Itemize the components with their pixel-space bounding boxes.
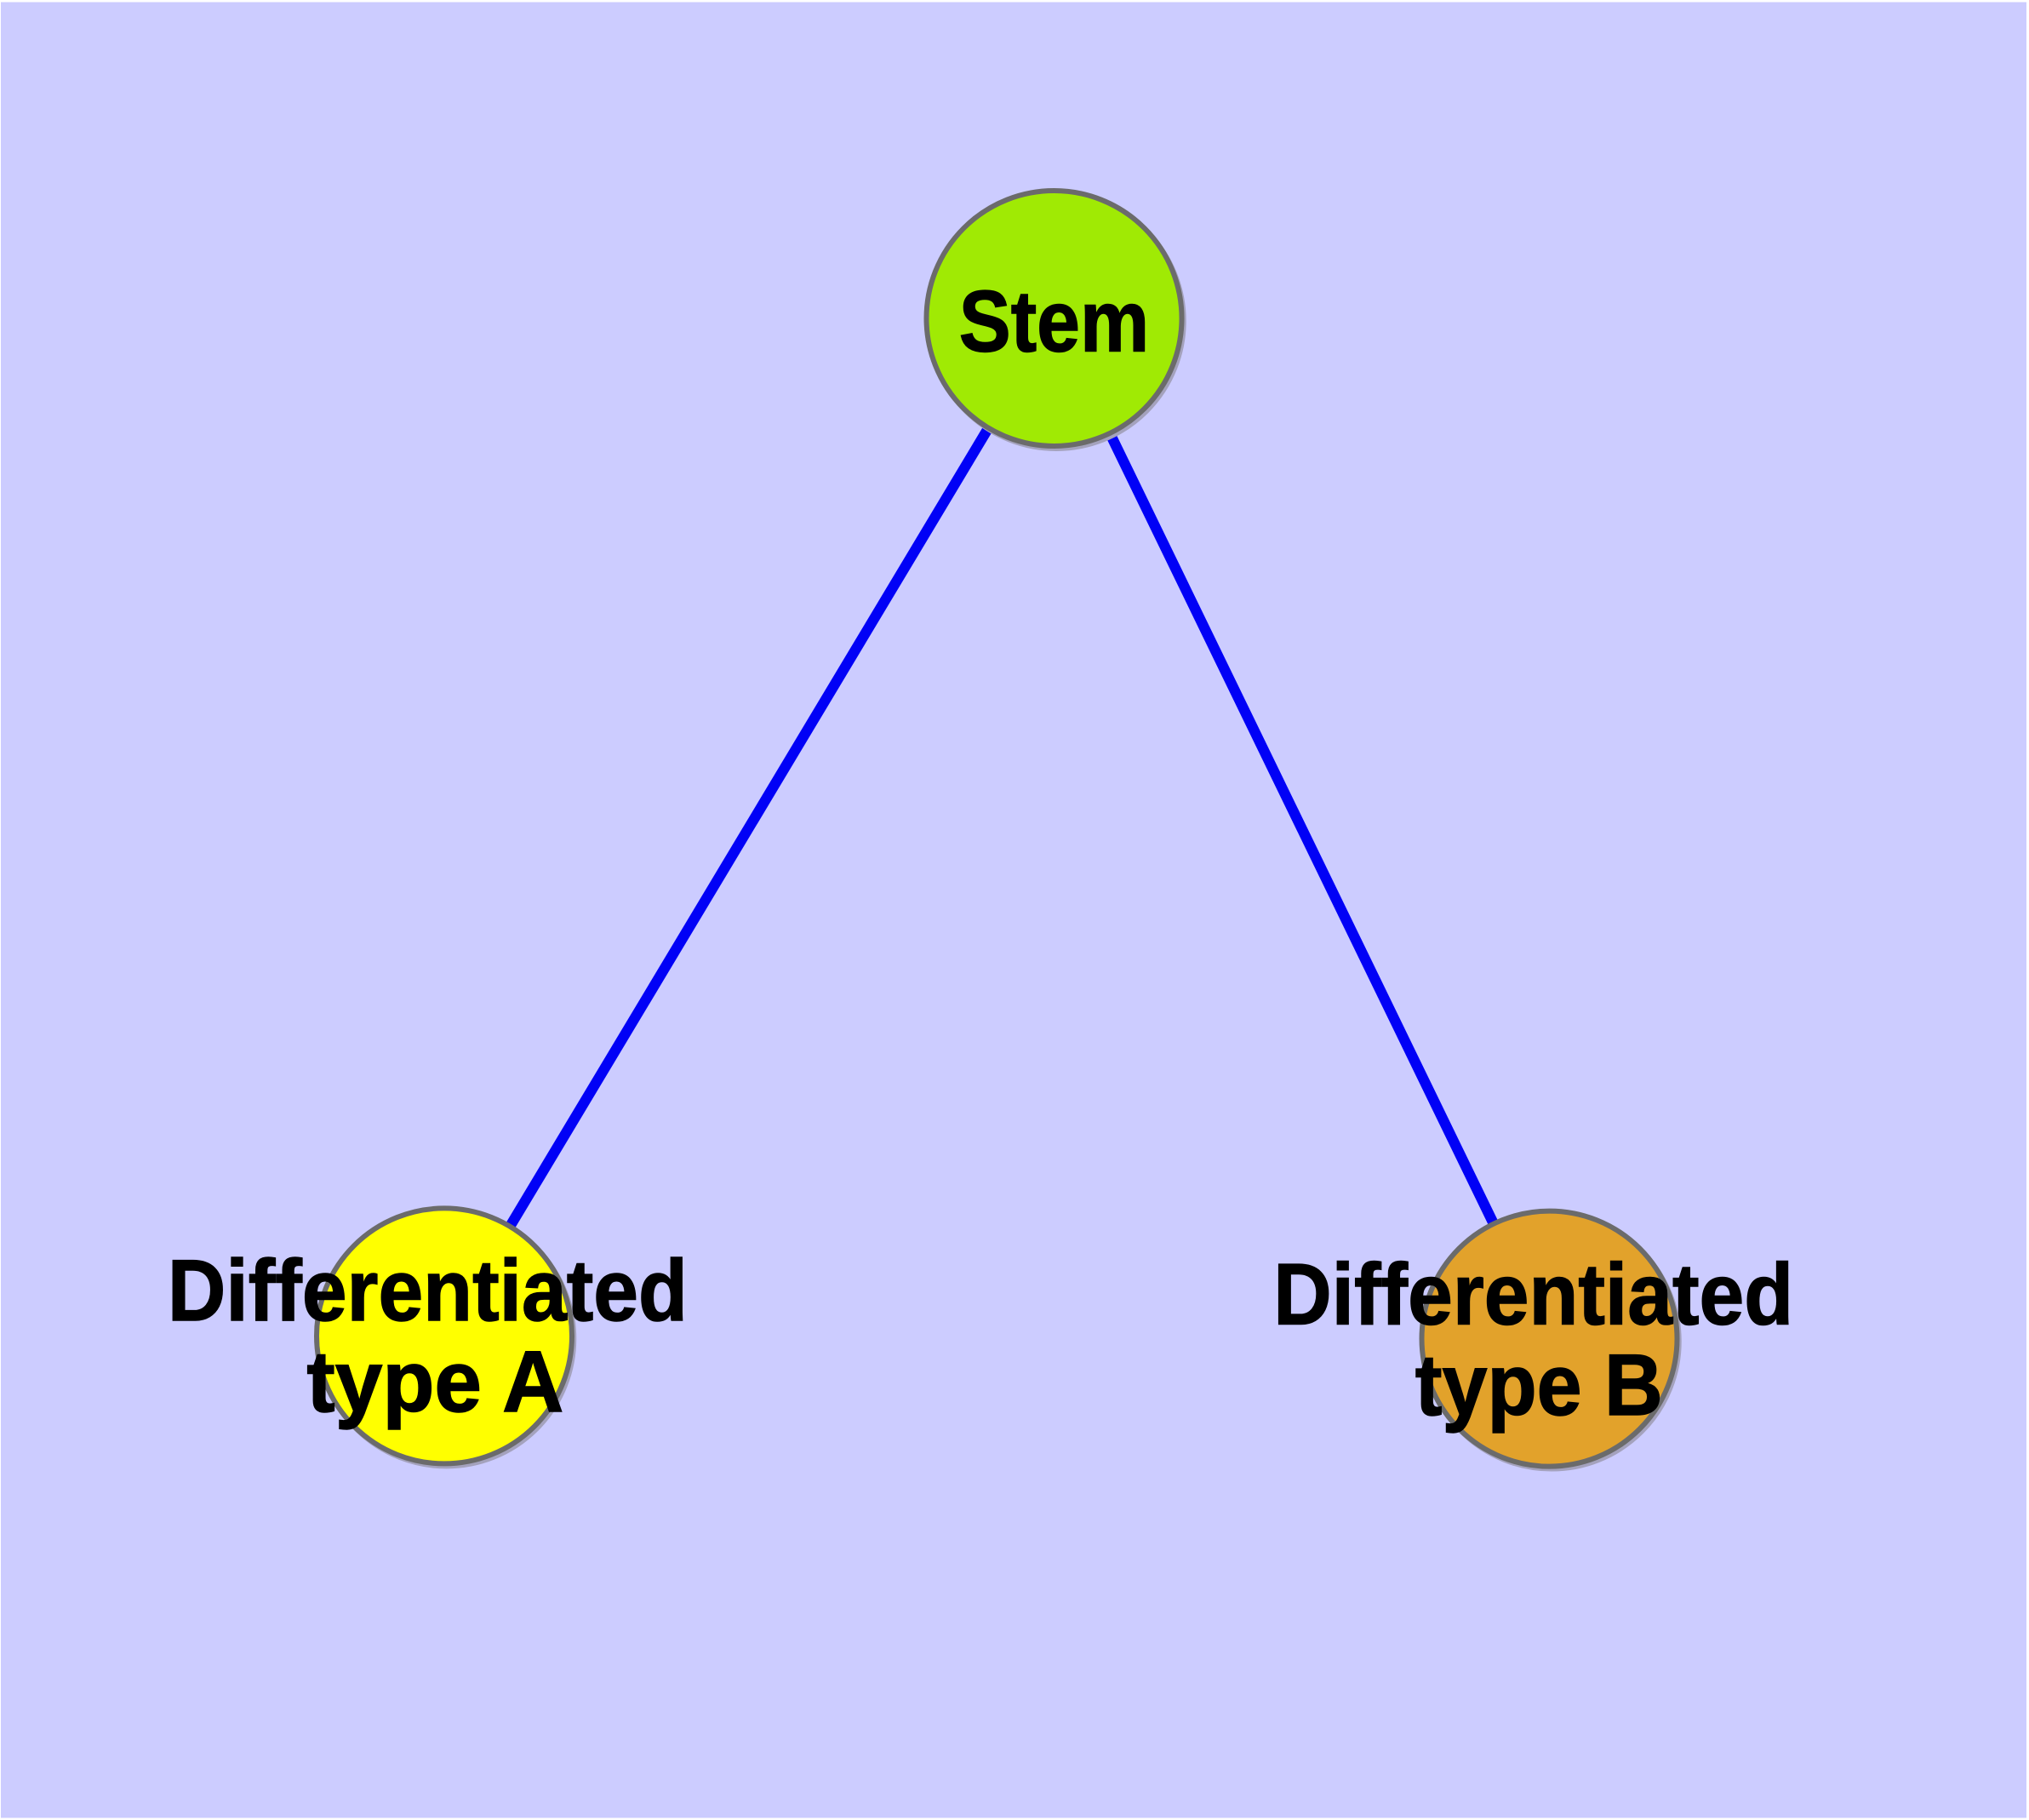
- svg-text:type B: type B: [1415, 1336, 1663, 1434]
- svg-text:Stem: Stem: [959, 273, 1149, 370]
- svg-text:Differentiated: Differentiated: [168, 1242, 688, 1339]
- svg-text:type A: type A: [306, 1333, 563, 1430]
- svg-text:Differentiated: Differentiated: [1273, 1246, 1793, 1343]
